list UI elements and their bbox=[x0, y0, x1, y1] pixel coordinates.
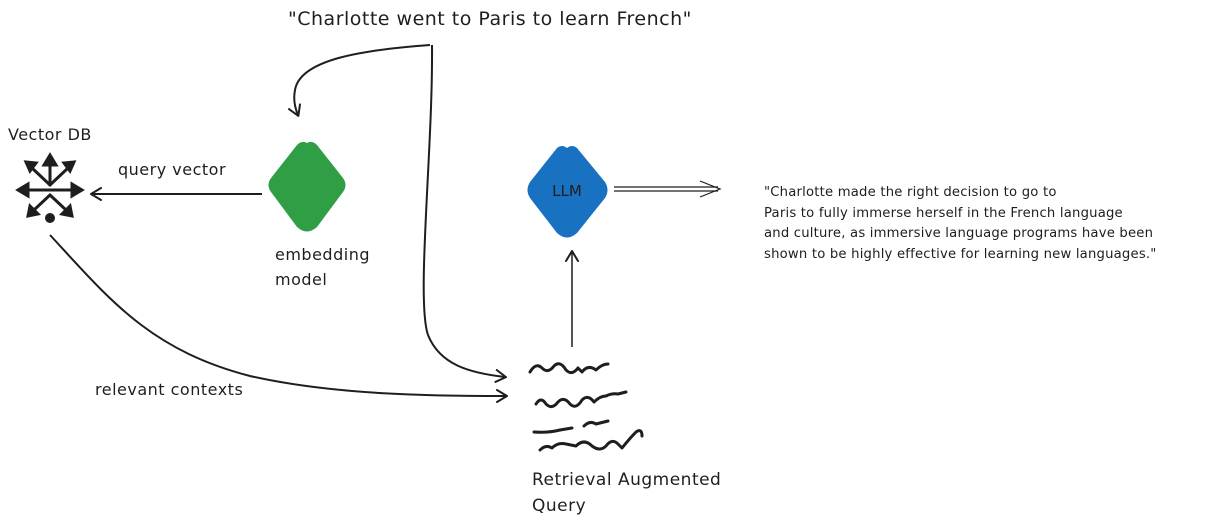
embedding-model-label-line2: model bbox=[275, 270, 328, 289]
question-text: "Charlotte went to Paris to learn French… bbox=[288, 8, 692, 30]
answer-text: "Charlotte made the right decision to go… bbox=[764, 183, 1157, 265]
vector-db-label: Vector DB bbox=[8, 125, 92, 144]
relevant-contexts-label: relevant contexts bbox=[95, 380, 244, 399]
embedding-model-label-line1: embedding bbox=[275, 245, 370, 264]
relevant-contexts-arrow bbox=[49, 234, 508, 403]
question-to-embedding-arrow bbox=[287, 44, 431, 117]
answer-line: "Charlotte made the right decision to go… bbox=[764, 185, 1057, 200]
answer-line: shown to be highly effective for learnin… bbox=[764, 246, 1157, 262]
llm-node bbox=[527, 146, 608, 238]
question-to-rag-arrow bbox=[422, 44, 507, 383]
rag-query-label-line1: Retrieval Augmented bbox=[532, 470, 722, 490]
answer-line: Paris to fully immerse herself in the Fr… bbox=[764, 205, 1123, 221]
llm-label: LLM bbox=[552, 182, 582, 200]
embedding-model-node bbox=[268, 141, 346, 232]
answer-line: and culture, as immersive language progr… bbox=[764, 226, 1154, 241]
query-vector-label: query vector bbox=[118, 160, 227, 179]
rag-query-icon bbox=[528, 362, 644, 452]
llm-to-answer-arrow bbox=[614, 180, 722, 198]
vector-db-icon bbox=[15, 152, 85, 223]
rag-query-label-line2: Query bbox=[532, 496, 587, 516]
